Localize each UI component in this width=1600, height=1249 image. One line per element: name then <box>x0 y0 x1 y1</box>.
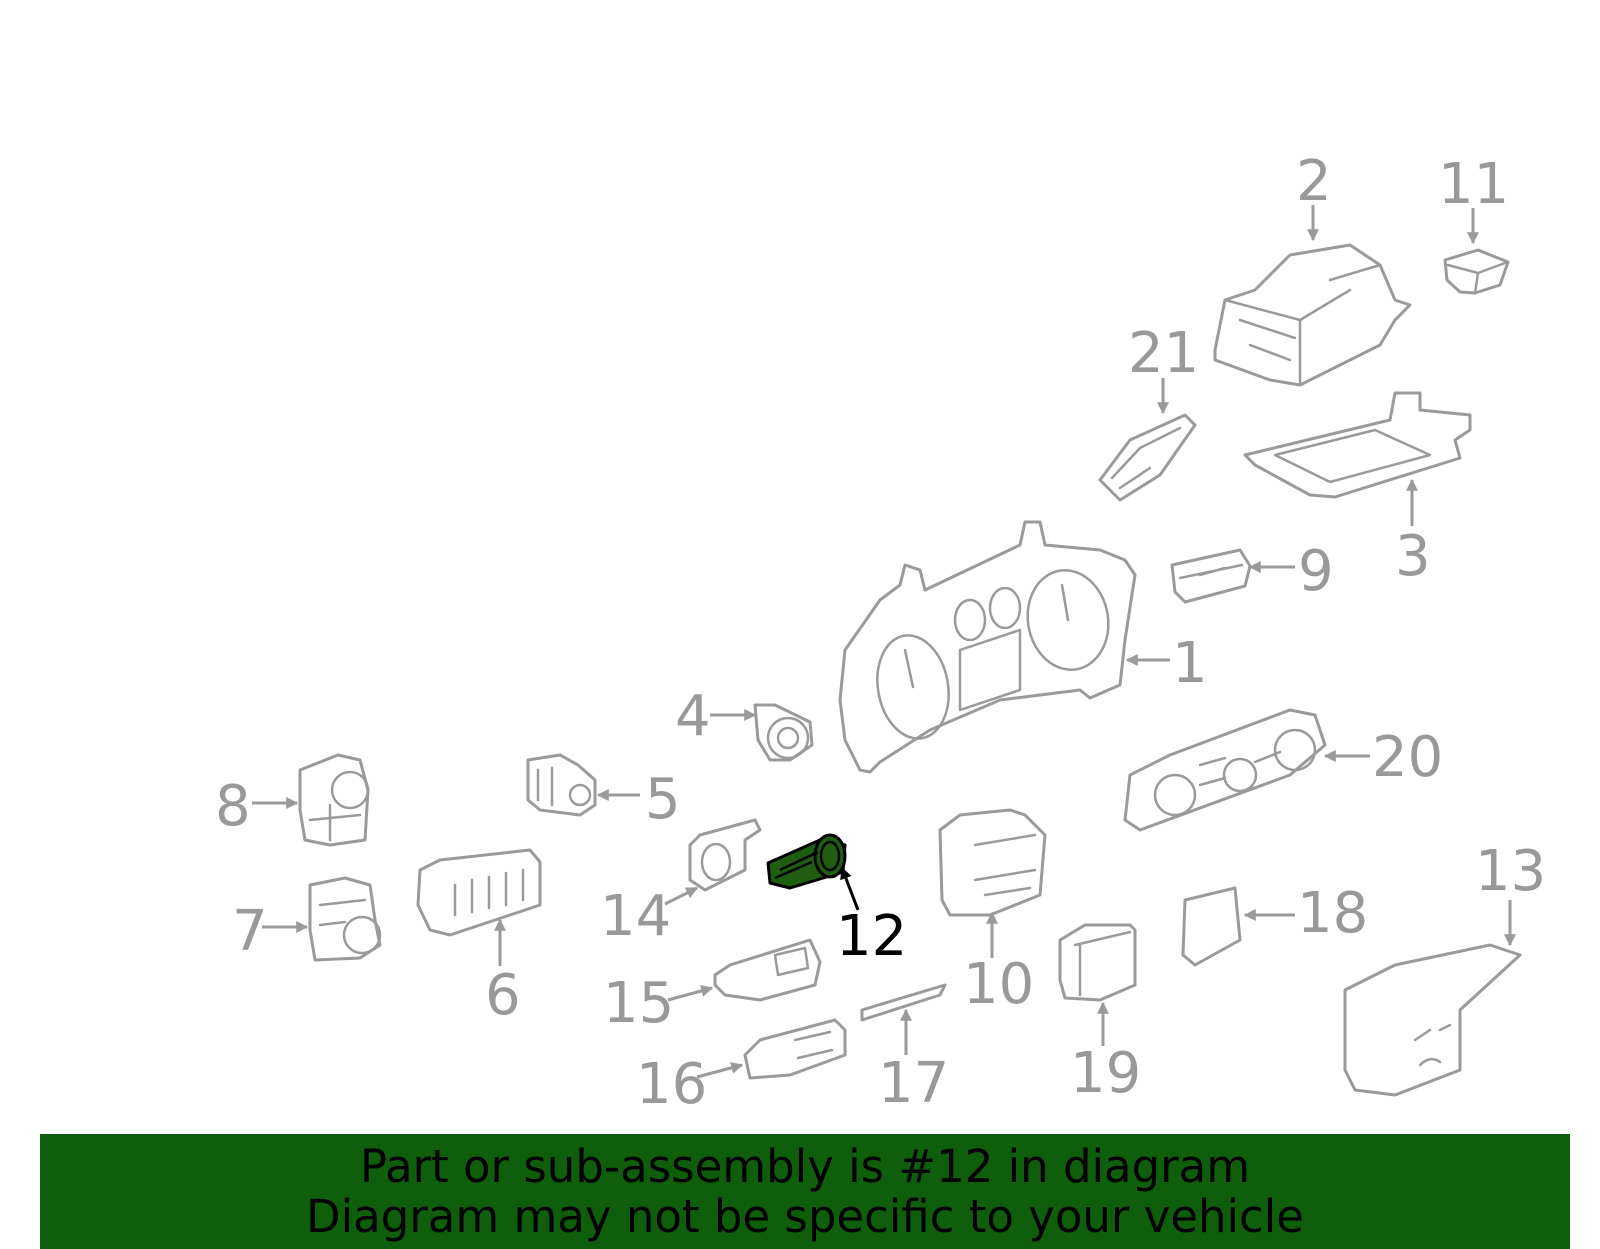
part-6-switch-bank[interactable] <box>416 848 542 937</box>
part-14-bezel[interactable] <box>688 818 762 892</box>
part-4-ignition[interactable] <box>753 703 814 762</box>
callout-8: 8 <box>215 774 251 839</box>
callout-18: 18 <box>1297 881 1368 946</box>
callout-1: 1 <box>1172 631 1208 696</box>
part-13-outlet[interactable] <box>1343 943 1522 1097</box>
callout-11: 11 <box>1438 152 1509 217</box>
part-2-module[interactable] <box>1213 243 1412 387</box>
callout-20: 20 <box>1372 725 1443 790</box>
part-15-switch[interactable] <box>713 938 822 1002</box>
leader-arrows <box>252 205 1516 1079</box>
part-17-trim-strip[interactable] <box>860 983 947 1022</box>
callout-13: 13 <box>1475 839 1546 904</box>
callout-21: 21 <box>1128 321 1199 386</box>
part-12-socket-highlighted[interactable] <box>766 833 847 890</box>
callout-14: 14 <box>600 884 671 949</box>
callout-15: 15 <box>603 971 674 1036</box>
callout-7: 7 <box>232 899 268 964</box>
part-9-switch[interactable] <box>1170 548 1252 604</box>
part-21-trim[interactable] <box>1098 413 1197 502</box>
part-11-clip[interactable] <box>1443 248 1510 295</box>
callout-2: 2 <box>1296 149 1332 214</box>
callout-19: 19 <box>1070 1041 1141 1106</box>
part-3-tray[interactable] <box>1243 391 1472 499</box>
part-18-cover-plate[interactable] <box>1181 886 1242 967</box>
part-10-control-unit[interactable] <box>938 808 1047 917</box>
part-16-switch[interactable] <box>743 1018 847 1080</box>
part-7-switch[interactable] <box>308 876 382 962</box>
part-19-module[interactable] <box>1058 923 1137 1002</box>
callout-9: 9 <box>1298 539 1334 604</box>
banner-line-1: Part or sub-assembly is #12 in diagram <box>359 1140 1251 1193</box>
part-5-switch[interactable] <box>526 753 597 817</box>
callout-4: 4 <box>675 684 711 749</box>
callout-3: 3 <box>1395 524 1431 589</box>
info-banner: Part or sub-assembly is #12 in diagram D… <box>40 1134 1570 1249</box>
banner-line-2: Diagram may not be specific to your vehi… <box>306 1190 1304 1243</box>
callout-17: 17 <box>878 1051 949 1116</box>
callout-6: 6 <box>485 963 521 1028</box>
callout-12: 12 <box>836 904 907 969</box>
part-8-switch[interactable] <box>298 753 370 847</box>
part-20-hvac-control[interactable] <box>1123 708 1327 832</box>
callout-10: 10 <box>963 952 1034 1017</box>
callout-5: 5 <box>645 767 681 832</box>
callout-16: 16 <box>636 1052 707 1117</box>
part-1-instrument-cluster[interactable] <box>838 520 1137 774</box>
